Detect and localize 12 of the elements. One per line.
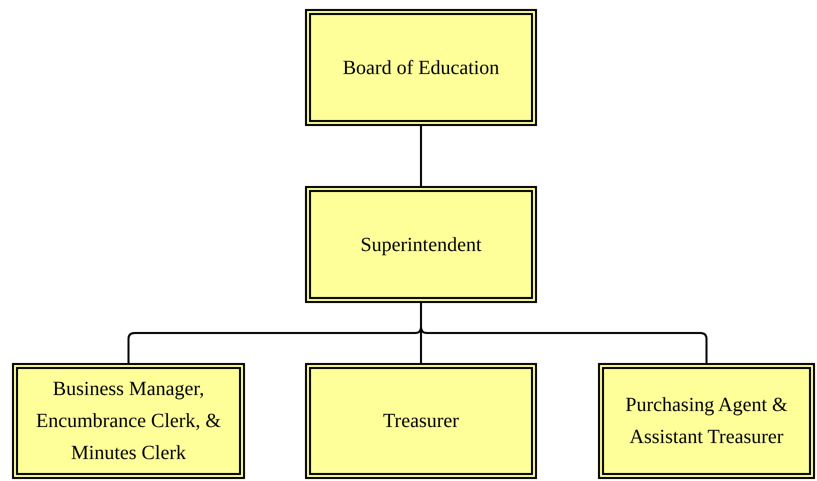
org-box	[598, 363, 815, 479]
box-label: Business Manager, Encumbrance Clerk, & Minutes Clerk	[35, 377, 222, 466]
box-label: Board of Education	[342, 56, 500, 80]
connector-line	[420, 303, 708, 363]
org-box	[305, 363, 537, 479]
org-box	[12, 363, 245, 479]
box-label: Superintendent	[360, 232, 482, 258]
org-box	[305, 9, 537, 126]
box-label: Purchasing Agent & Assistant Treasurer	[624, 393, 789, 450]
connector-line	[420, 126, 422, 186]
org-box	[305, 186, 537, 303]
box-label: Treasurer	[383, 409, 459, 434]
